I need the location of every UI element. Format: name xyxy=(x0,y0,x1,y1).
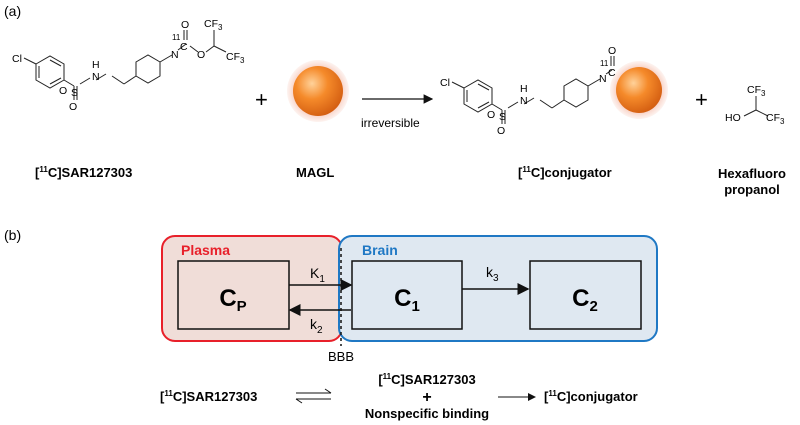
conjugator-atoms: Cl S O O N H N 11 C O xyxy=(440,45,616,137)
panel-b-label: (b) xyxy=(4,227,21,243)
scheme-left: [11C]SAR127303 xyxy=(160,389,257,404)
reactant-label: [11C]SAR127303 xyxy=(35,165,132,180)
atom-ho: HO xyxy=(725,112,741,124)
atom-o: O xyxy=(59,85,67,97)
c2-box xyxy=(529,260,642,330)
cf3-group: CF3 xyxy=(204,18,223,32)
equilibrium-arrows xyxy=(295,388,332,404)
atom-h: H xyxy=(520,83,528,95)
atom-h: H xyxy=(92,59,100,71)
plus-sign: + xyxy=(695,87,708,112)
atom-cl: Cl xyxy=(440,77,450,89)
cf3-group: CF3 xyxy=(766,112,785,126)
plus-sign: + xyxy=(255,87,268,112)
bbb-label: BBB xyxy=(328,349,354,364)
atom-o: O xyxy=(181,19,189,31)
k3-label: k3 xyxy=(486,264,499,284)
cf3-group: CF3 xyxy=(747,84,766,98)
hfip-structure xyxy=(743,96,769,117)
atom-c: C xyxy=(180,41,188,53)
c1-label: C1 xyxy=(394,285,420,315)
byproduct-label: Hexafluoro xyxy=(718,166,786,181)
scheme-middle: [11C]SAR127303 xyxy=(378,372,475,387)
cp-box xyxy=(177,260,290,330)
sar127303-atoms: Cl S O O N H N 11 C O O CF3 CF3 xyxy=(12,18,245,113)
panel-a-label: (a) xyxy=(4,3,21,19)
scheme-right: [11C]conjugator xyxy=(544,389,638,404)
atom-o: O xyxy=(608,45,616,57)
atom-n: N xyxy=(599,73,607,85)
atom-cl: Cl xyxy=(12,53,22,65)
cp-label: CP xyxy=(219,285,246,315)
k1-label: K1 xyxy=(310,265,325,285)
c1-box xyxy=(351,260,463,330)
atom-s: S xyxy=(499,111,506,123)
scheme-nonspecific: Nonspecific binding xyxy=(365,406,489,421)
atom-o: O xyxy=(69,101,77,113)
magl-sphere xyxy=(616,67,662,113)
atom-o: O xyxy=(497,125,505,137)
arrow-label: irreversible xyxy=(361,116,420,130)
c2-label: C2 xyxy=(572,285,598,315)
k2-label: k2 xyxy=(310,316,323,336)
cf3-group: CF3 xyxy=(226,51,245,65)
product-label: [11C]conjugator xyxy=(518,165,612,180)
isotope-11: 11 xyxy=(172,33,181,42)
atom-n: N xyxy=(520,95,528,107)
atom-o: O xyxy=(197,49,205,61)
atom-n: N xyxy=(92,71,100,83)
brain-title: Brain xyxy=(362,242,398,258)
atom-o: O xyxy=(487,109,495,121)
sar127303-structure xyxy=(23,30,227,100)
conjugator-structure xyxy=(451,56,615,124)
atom-s: S xyxy=(71,87,78,99)
atom-c: C xyxy=(608,67,616,79)
isotope-11: 11 xyxy=(600,59,609,68)
enzyme-label: MAGL xyxy=(296,165,334,180)
magl-sphere xyxy=(293,66,343,116)
hfip-atoms: CF3 HO CF3 xyxy=(725,84,785,126)
atom-n: N xyxy=(171,49,179,61)
byproduct-label: propanol xyxy=(724,182,780,197)
plasma-title: Plasma xyxy=(181,242,230,258)
scheme-plus: + xyxy=(422,389,431,406)
